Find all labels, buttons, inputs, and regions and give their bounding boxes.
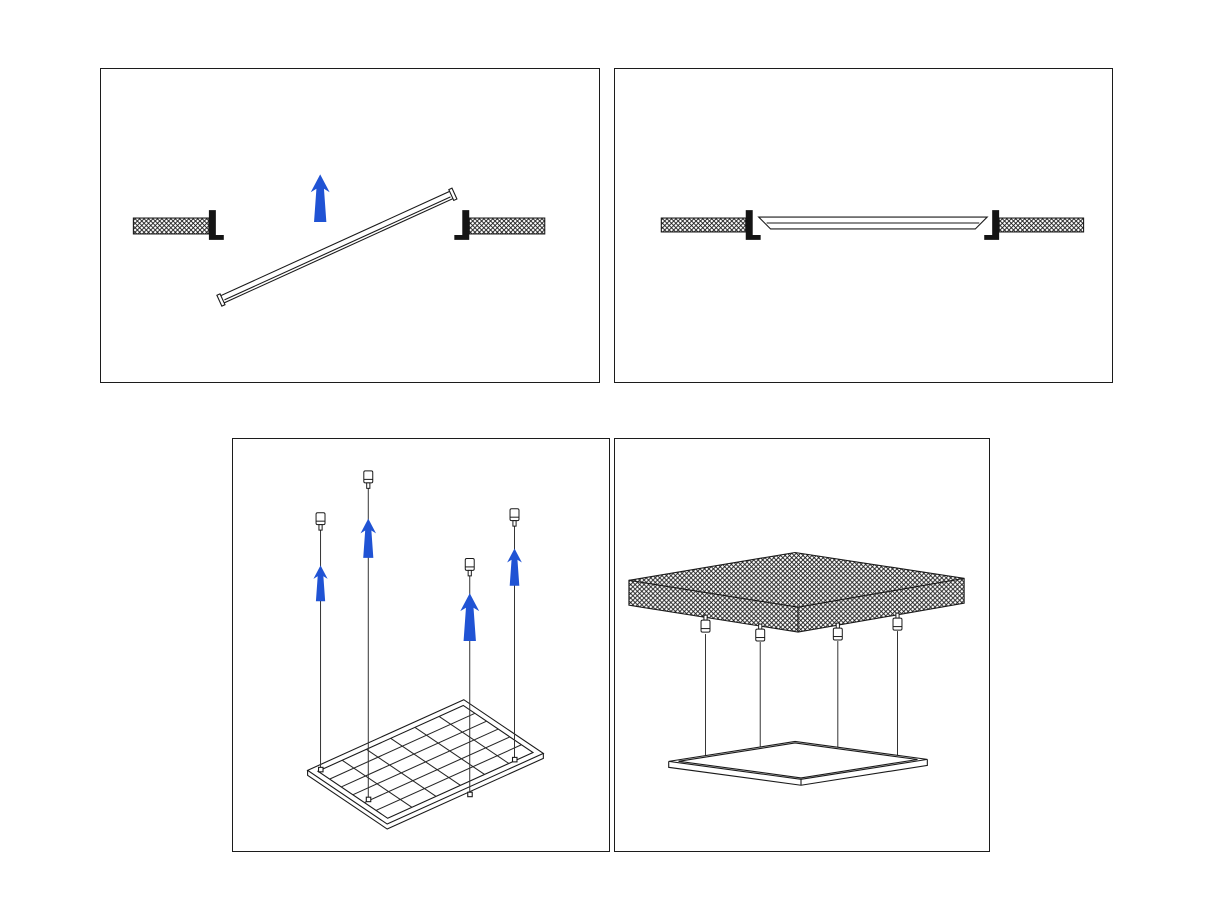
ceiling-slab-body bbox=[628, 551, 965, 633]
diagram-frame-step3 bbox=[232, 438, 610, 852]
mounting-bracket-left bbox=[208, 210, 224, 240]
mounting-bracket-left bbox=[745, 210, 761, 240]
diagram-frame-step2 bbox=[614, 68, 1113, 383]
panel-end-cap-right bbox=[448, 187, 458, 202]
diagram-frame-step1 bbox=[100, 68, 600, 383]
step1-drawing bbox=[132, 174, 546, 307]
mounting-clip bbox=[365, 796, 372, 803]
ceiling-section-right bbox=[998, 217, 1085, 233]
led-panel-suspended bbox=[668, 740, 928, 786]
panel-inner-frame bbox=[678, 742, 918, 779]
ceiling-section-left bbox=[132, 217, 210, 235]
mounting-clip bbox=[511, 756, 518, 763]
panel-thickness-edge bbox=[307, 753, 544, 830]
up-arrow bbox=[310, 174, 330, 223]
led-panel-tilted bbox=[216, 187, 458, 307]
mounting-clip bbox=[467, 791, 473, 798]
up-arrow bbox=[460, 593, 480, 642]
step2-drawing bbox=[660, 210, 1085, 240]
led-panel-flush bbox=[757, 216, 989, 230]
mounting-bracket-right bbox=[984, 210, 1000, 240]
panel-frame-line bbox=[224, 196, 451, 301]
panel-thickness-edge bbox=[668, 759, 928, 786]
mounting-bracket-right bbox=[454, 210, 470, 240]
led-panel-back-isometric bbox=[306, 699, 545, 830]
mounting-clip bbox=[317, 766, 324, 773]
ceiling-section-left bbox=[660, 217, 747, 233]
ceiling-slab-edges bbox=[628, 577, 965, 633]
panel-end-cap-left bbox=[216, 293, 226, 307]
ceiling-slab-isometric bbox=[628, 551, 965, 633]
step3-drawing bbox=[306, 470, 545, 830]
suspension-screw bbox=[509, 508, 520, 527]
suspension-screw bbox=[315, 512, 326, 531]
suspension-screw bbox=[363, 470, 374, 489]
suspension-screw bbox=[464, 557, 475, 577]
up-arrow bbox=[507, 548, 522, 586]
diagram-frame-step4 bbox=[614, 438, 990, 852]
ceiling-section-right bbox=[468, 217, 546, 235]
up-arrow bbox=[313, 565, 328, 602]
step4-drawing bbox=[628, 551, 965, 786]
panel-back-grid bbox=[329, 712, 522, 811]
up-arrow bbox=[360, 518, 377, 558]
